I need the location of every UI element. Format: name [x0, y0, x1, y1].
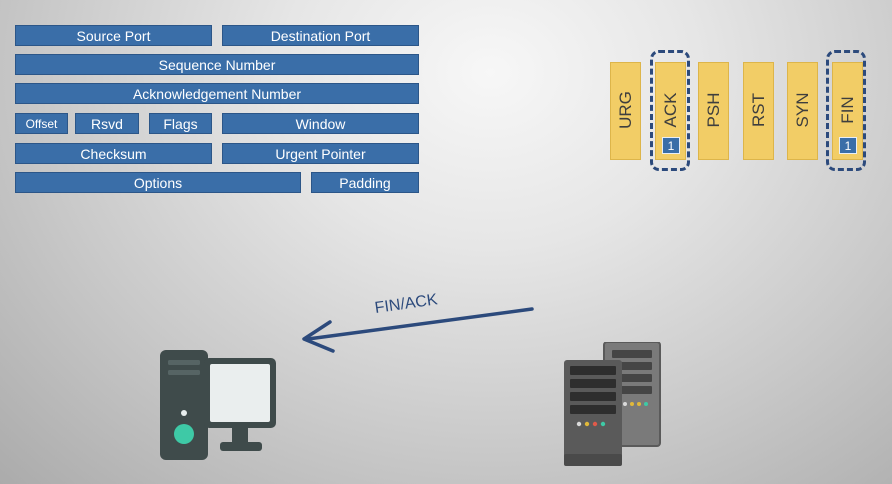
urgent-pointer-field: Urgent Pointer [222, 143, 419, 164]
fin-highlight-outline [826, 50, 866, 171]
flag-psh: PSH [698, 62, 729, 160]
checksum-field: Checksum [15, 143, 212, 164]
flags-field: Flags [149, 113, 212, 134]
flag-value-badge: 1 [662, 137, 680, 154]
offset-field: Offset [15, 113, 68, 134]
window-field: Window [222, 113, 419, 134]
padding-field: Padding [311, 172, 419, 193]
destination-port-field: Destination Port [222, 25, 419, 46]
flag-value-badge: 1 [839, 137, 857, 154]
sequence-number-field: Sequence Number [15, 54, 419, 75]
flag-urg: URG [610, 62, 641, 160]
rsvd-field: Rsvd [75, 113, 139, 134]
server-rack-icon [564, 342, 661, 466]
source-port-field: Source Port [15, 25, 212, 46]
flag-fin: FIN 1 [832, 62, 863, 160]
ack-highlight-outline [650, 50, 690, 171]
flag-ack: ACK 1 [655, 62, 686, 160]
acknowledgement-number-field: Acknowledgement Number [15, 83, 419, 104]
options-field: Options [15, 172, 301, 193]
flag-syn: SYN [787, 62, 818, 160]
desktop-computer-icon [160, 350, 276, 460]
flag-rst: RST [743, 62, 774, 160]
